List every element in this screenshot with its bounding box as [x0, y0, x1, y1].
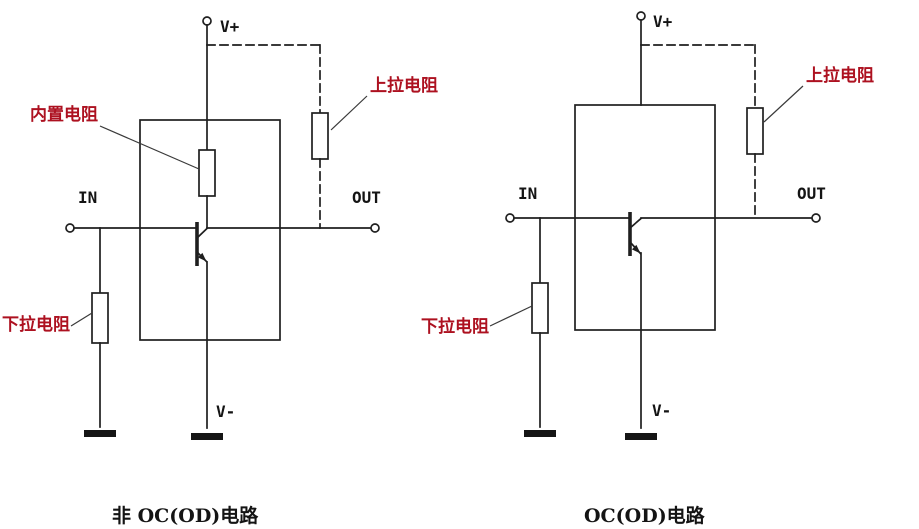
pulldown-leader: [70, 312, 93, 327]
right-circuit: V+ IN OUT V- 上拉电阻 下拉电阻 OC(O: [421, 11, 874, 527]
out-label: OUT: [797, 184, 826, 203]
internal-resistor-annotation: 内置电阻: [30, 104, 98, 125]
vplus-terminal: [636, 11, 646, 21]
vplus-label: V+: [220, 17, 240, 36]
pulldown-annotation: 下拉电阻: [421, 316, 489, 337]
in-terminal: [505, 213, 515, 223]
pullup-annotation: 上拉电阻: [806, 65, 874, 86]
pulldown-leader: [489, 305, 533, 327]
pulldown-resistor: [531, 282, 549, 334]
vminus-ground-icon: [191, 433, 223, 440]
pullup-leader: [763, 85, 804, 123]
out-label: OUT: [352, 188, 381, 207]
in-label: IN: [518, 184, 537, 203]
vminus-label: V-: [216, 402, 235, 421]
emitter-arrow-icon: [631, 244, 641, 254]
pullup-annotation: 上拉电阻: [370, 75, 438, 96]
pulldown-ground-icon: [524, 430, 556, 437]
internal-resistor: [198, 149, 216, 197]
out-terminal: [370, 223, 380, 233]
vplus-label: V+: [653, 12, 673, 31]
in-label: IN: [78, 188, 97, 207]
pulldown-resistor: [91, 292, 109, 344]
emitter-arrow-icon: [197, 252, 207, 262]
pulldown-ground-icon: [84, 430, 116, 437]
vminus-ground-icon: [625, 433, 657, 440]
internal-resistor-leader: [99, 125, 200, 170]
left-circuit: V+ IN OUT V- 内置电阻 上拉电阻: [2, 16, 438, 527]
right-caption: OC(OD)电路: [584, 504, 706, 527]
vminus-label: V-: [652, 401, 671, 420]
in-terminal: [65, 223, 75, 233]
pullup-resistor: [311, 112, 329, 160]
left-caption: 非 OC(OD)电路: [112, 504, 259, 527]
pullup-leader: [330, 95, 368, 131]
transistor-collector: [195, 227, 209, 240]
transistor-collector: [628, 217, 643, 230]
vplus-terminal: [202, 16, 212, 26]
pullup-resistor: [746, 107, 764, 155]
pulldown-annotation: 下拉电阻: [2, 314, 70, 335]
out-terminal: [811, 213, 821, 223]
